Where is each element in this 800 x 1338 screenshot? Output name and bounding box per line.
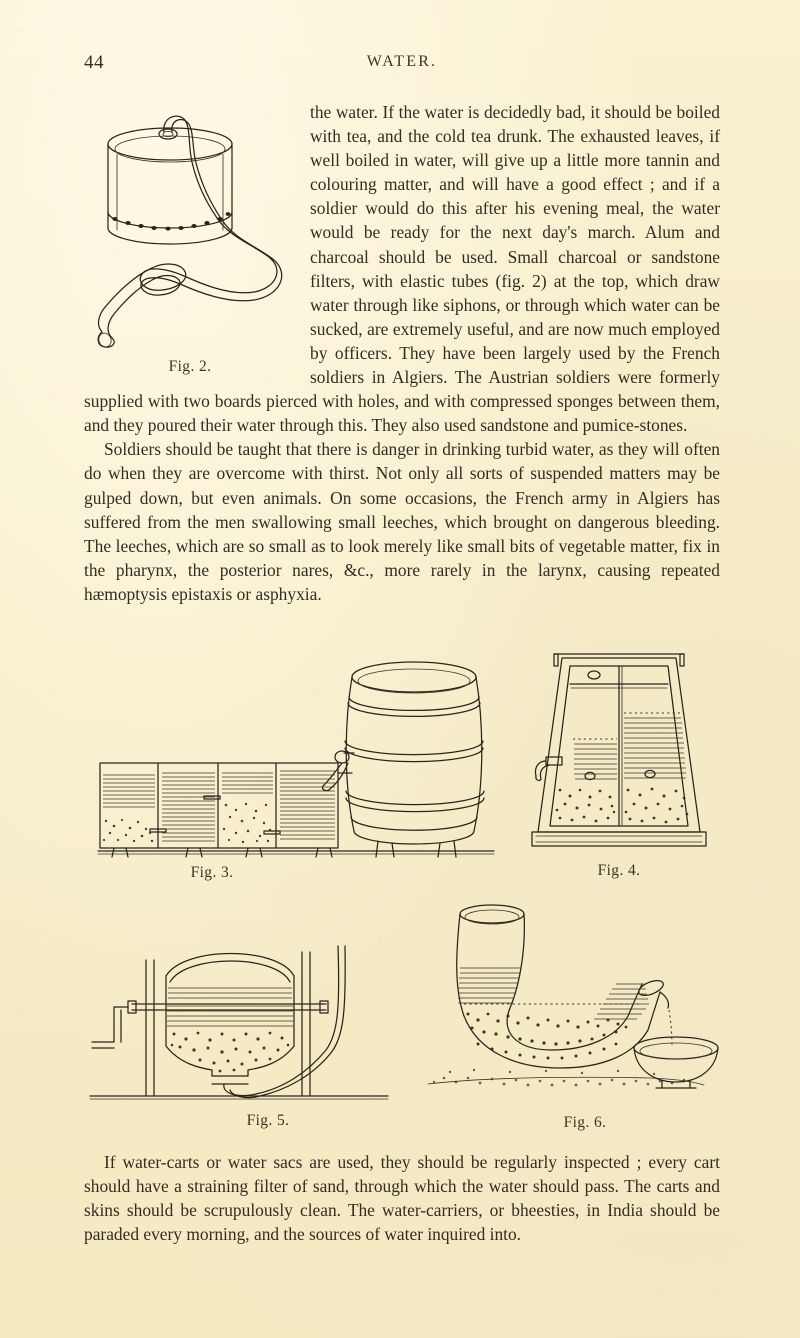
- figure-6: Fig. 6.: [420, 892, 720, 1132]
- body-text-bottom: If water-carts or water sacs are used, t…: [84, 1150, 720, 1246]
- figure-4-caption: Fig. 4.: [597, 862, 641, 879]
- running-head: 44 WATER.: [84, 52, 720, 74]
- figure-5-caption: Fig. 5.: [246, 1112, 290, 1129]
- figure-4-illustration: [531, 653, 707, 847]
- paragraph-3: If water-carts or water sacs are used, t…: [84, 1152, 720, 1245]
- paragraph-1: the water. If the water is decidedly bad…: [84, 102, 720, 436]
- figure-5: Fig. 5.: [88, 900, 408, 1130]
- figure-3: Fig. 3.: [96, 645, 496, 882]
- figure-4: Fig. 4.: [524, 640, 714, 880]
- page-number: 44: [84, 52, 104, 73]
- water-cask: [321, 661, 485, 845]
- paragraph-2: Soldiers should be taught that there is …: [84, 439, 720, 604]
- running-head-title: WATER.: [366, 53, 438, 70]
- page-content: 44 WATER.: [84, 0, 720, 1338]
- filter-box: [99, 762, 353, 849]
- figure-3-illustration: [97, 661, 495, 858]
- figure-5-illustration: [89, 945, 389, 1100]
- body-text: Fig. 2. the water. If the water is decid…: [84, 100, 720, 606]
- figure-3-caption: Fig. 3.: [190, 864, 234, 881]
- figure-6-caption: Fig. 6.: [563, 1114, 607, 1131]
- figure-6-illustration: [427, 904, 719, 1089]
- figure-2: Fig. 2.: [84, 106, 296, 376]
- figure-2-caption: Fig. 2.: [168, 358, 212, 375]
- figure-2-illustration: [97, 115, 283, 348]
